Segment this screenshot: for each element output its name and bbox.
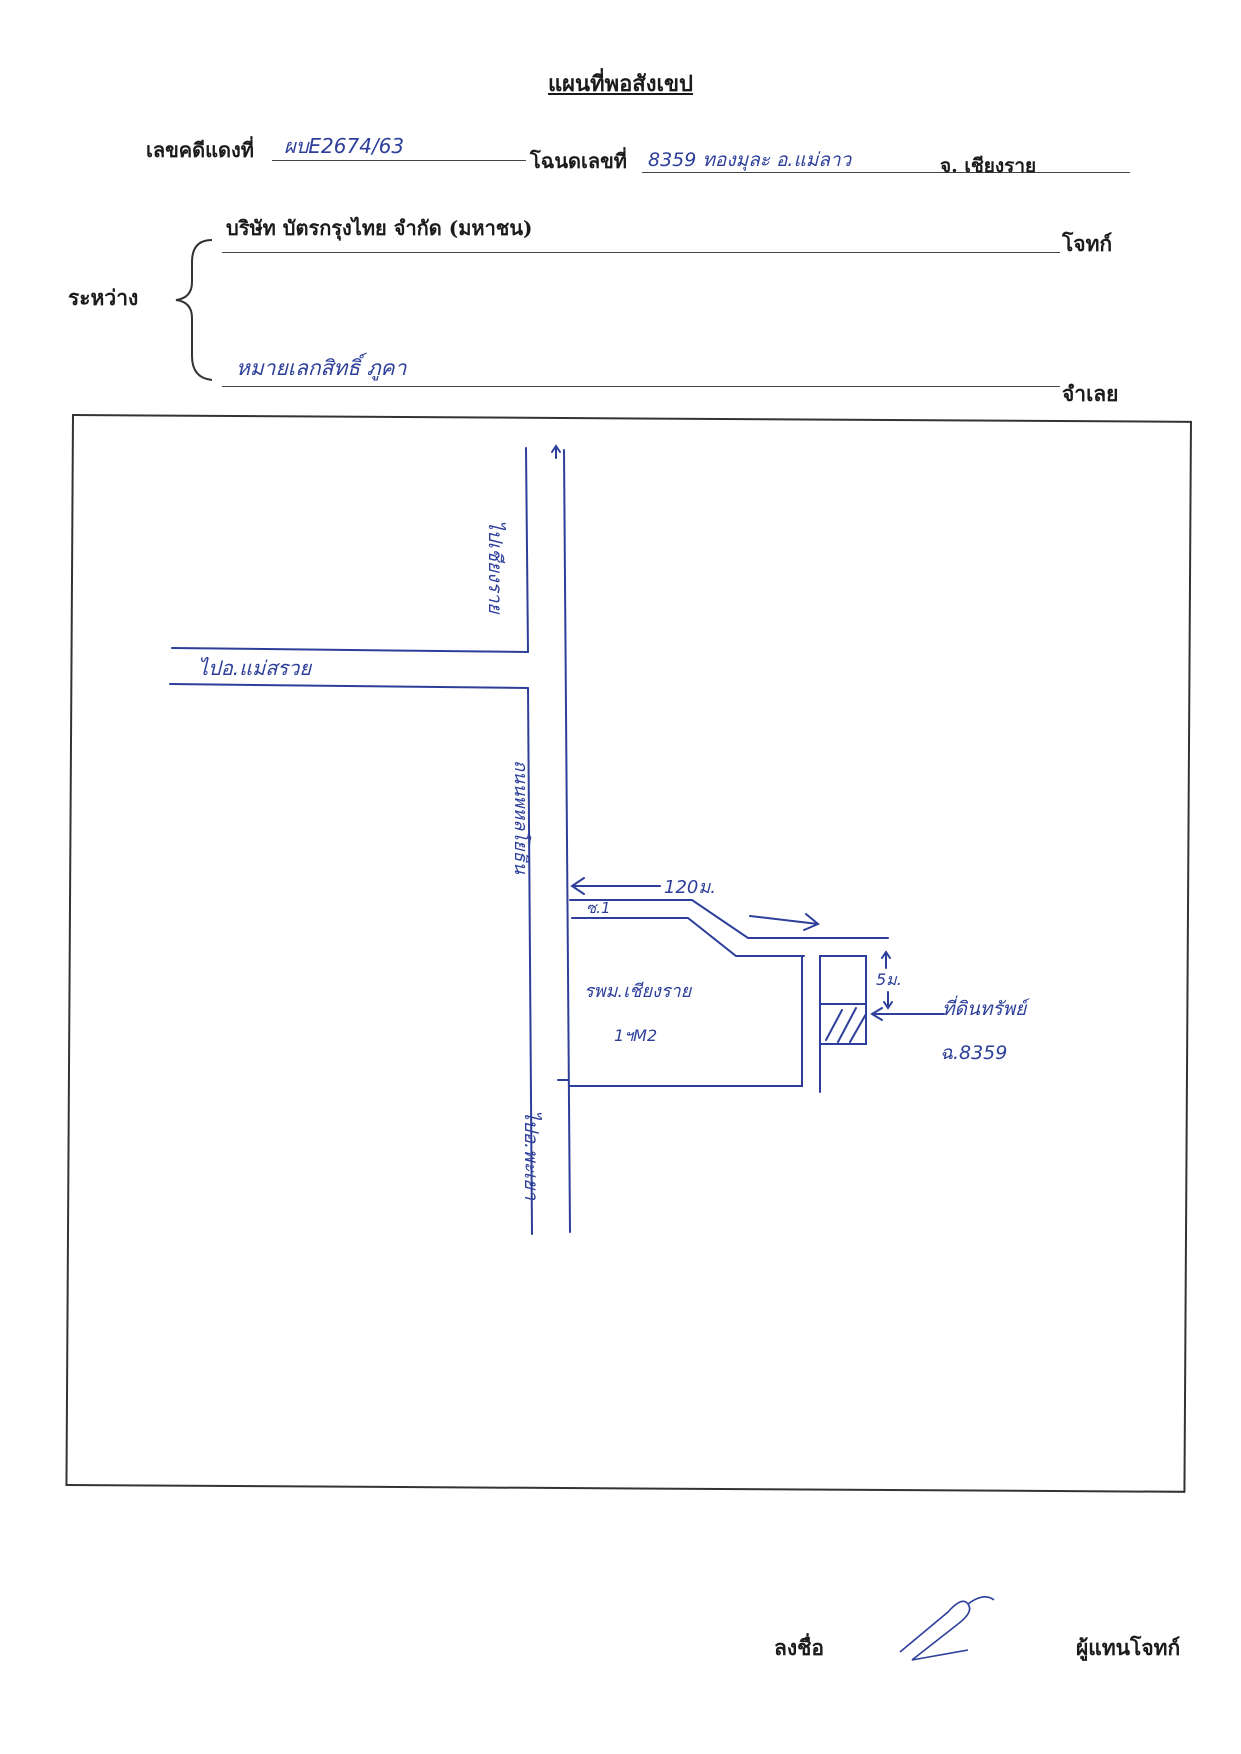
school-code-label: 1ฯM2 xyxy=(614,1026,658,1045)
between-label: ระหว่าง xyxy=(68,285,139,310)
province-label: จ. เชียงราย xyxy=(940,155,1037,177)
main-road-label: ถนนพหลโยธิน xyxy=(510,760,531,874)
plot-deed-label: ฉ.8359 xyxy=(940,1042,1008,1064)
width-label: 5ม. xyxy=(876,970,902,989)
plot-label: ที่ดินทรัพย์ xyxy=(942,998,1027,1020)
plaintiff-name: บริษัท บัตรกรุงไทย จำกัด (มหาชน) xyxy=(226,216,533,240)
road-west-label: ไปอ.แม่สรวย xyxy=(198,656,312,680)
defendant-line xyxy=(222,386,1060,387)
sign-label: ลงชื่อ xyxy=(774,1635,824,1660)
case-number-label: เลขคดีแดงที่ xyxy=(146,138,254,162)
representative-label: ผู้แทนโจทก์ xyxy=(1076,1635,1181,1660)
page-title: แผนที่พอสังเขป xyxy=(547,71,694,97)
road-north-label: ไปเชียงราย xyxy=(484,520,506,614)
deed-number-value: 8359 ทองมุละ อ.แม่ลาว xyxy=(648,149,852,171)
plaintiff-label: โจทก์ xyxy=(1062,231,1113,256)
deed-number-label: โฉนดเลขที่ xyxy=(530,149,627,173)
map-frame xyxy=(65,414,1192,1493)
deed-number-line xyxy=(642,172,1130,173)
case-number-line xyxy=(272,160,526,161)
plaintiff-line xyxy=(222,252,1060,253)
road-south-label: ไปอ.พะเยา xyxy=(520,1110,542,1201)
school-label: รพม.เชียงราย xyxy=(584,981,692,1002)
lane-label: ซ.1 xyxy=(586,899,611,917)
case-number-value: ผบE2674/63 xyxy=(284,134,405,158)
distance-label: 120ม. xyxy=(664,877,716,898)
defendant-name: หมายเลกสิทธิ์ ภูคา xyxy=(236,356,407,380)
defendant-label: จำเลย xyxy=(1062,381,1119,406)
